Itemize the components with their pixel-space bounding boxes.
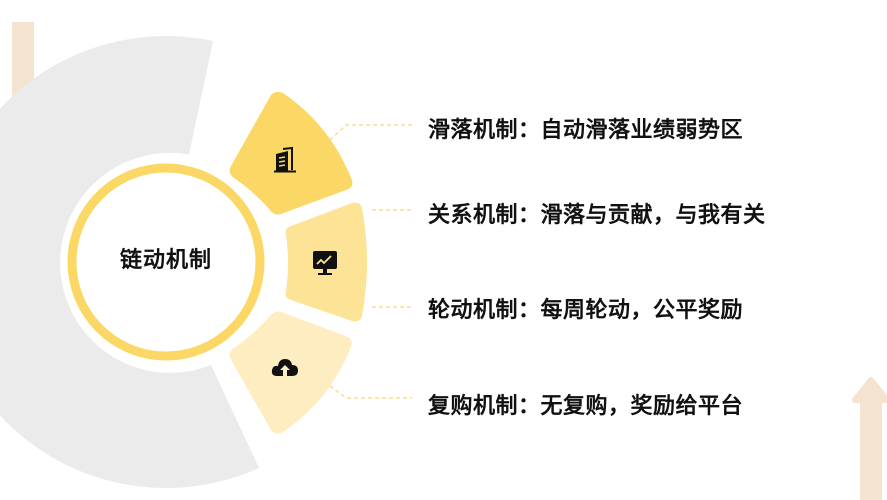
segment-top: [229, 91, 353, 215]
monitor-chart-icon: [313, 251, 337, 275]
center-ring: [67, 163, 265, 361]
office-building-icon: [274, 146, 296, 173]
up-arrow-icon: [852, 377, 887, 500]
connector-lines: [329, 124, 412, 399]
center-title: 链动机制: [119, 248, 212, 273]
gray-ring: [0, 36, 259, 489]
mechanism-label-sliding: 滑落机制：自动滑落业绩弱势区: [428, 118, 744, 143]
mechanism-label-relationship: 关系机制：滑落与贡献，与我有关: [428, 203, 766, 228]
cloud-upload-icon: [271, 359, 298, 376]
mechanism-label-repurchase: 复购机制：无复购，奖励给平台: [428, 394, 744, 419]
mechanism-label-rotation: 轮动机制：每周轮动，公平奖励: [428, 298, 744, 323]
